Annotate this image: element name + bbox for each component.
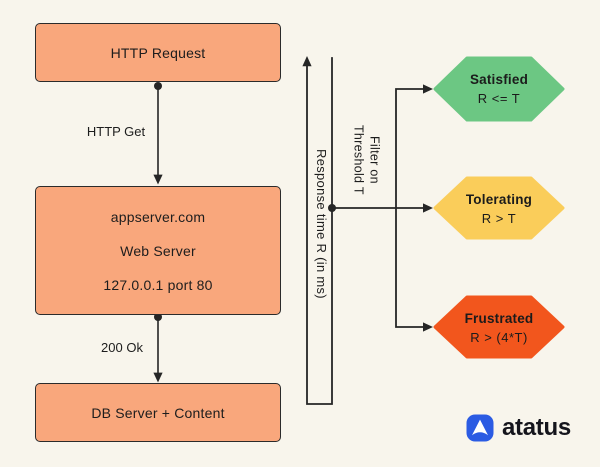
response-time-up-arrowhead-icon (302, 56, 312, 67)
filter-label-line2: Threshold T (351, 125, 366, 195)
response-time-label: Response time R (in ms) (314, 149, 329, 299)
satisfied-condition: R <= T (477, 91, 521, 106)
frustrated-title: Frustrated (464, 311, 534, 326)
edge2-start-dot (154, 313, 162, 321)
db-server-box: DB Server + Content (35, 383, 281, 442)
satisfied-hexagon (433, 56, 565, 122)
tolerating-condition: R > T (481, 211, 517, 226)
filter-label-line1: Filter on (367, 136, 382, 184)
edge1-start-dot (154, 82, 162, 90)
web-server-address: 127.0.0.1 port 80 (103, 276, 213, 293)
edge1-arrowhead-icon (153, 174, 163, 185)
web-server-label: Web Server (120, 242, 196, 259)
web-server-domain: appserver.com (110, 208, 206, 225)
tolerating-title: Tolerating (465, 192, 533, 207)
filter-threshold-label: Filter on Threshold T (350, 112, 383, 208)
http-request-label: HTTP Request (110, 44, 206, 61)
branch-connector-line (395, 88, 425, 328)
atatus-logo-icon (466, 414, 494, 442)
edge2-arrowhead-icon (153, 372, 163, 383)
db-server-label: DB Server + Content (91, 404, 225, 421)
response-time-bracket (306, 57, 333, 405)
web-server-box: appserver.com Web Server 127.0.0.1 port … (35, 186, 281, 315)
http-request-box: HTTP Request (35, 23, 281, 82)
atatus-icon-arrow (472, 419, 488, 436)
frustrated-hexagon (433, 295, 565, 359)
edge2-label: 200 Ok (101, 340, 143, 355)
satisfied-hexagon-text: Satisfied R <= T (435, 58, 563, 120)
tolerating-hexagon (433, 176, 565, 240)
tolerating-hexagon-text: Tolerating R > T (435, 178, 563, 240)
atatus-logo: atatus (466, 414, 571, 442)
frustrated-condition: R > (4*T) (470, 330, 528, 345)
satisfied-arrowhead-icon (423, 84, 433, 94)
frustrated-arrowhead-icon (423, 322, 433, 332)
atatus-wordmark: atatus (502, 414, 571, 441)
branch-junction-dot (328, 204, 336, 212)
tolerating-arrowhead-icon (423, 203, 433, 213)
frustrated-hexagon-text: Frustrated R > (4*T) (435, 297, 563, 359)
satisfied-title: Satisfied (469, 72, 529, 87)
edge1-label: HTTP Get (86, 124, 146, 139)
